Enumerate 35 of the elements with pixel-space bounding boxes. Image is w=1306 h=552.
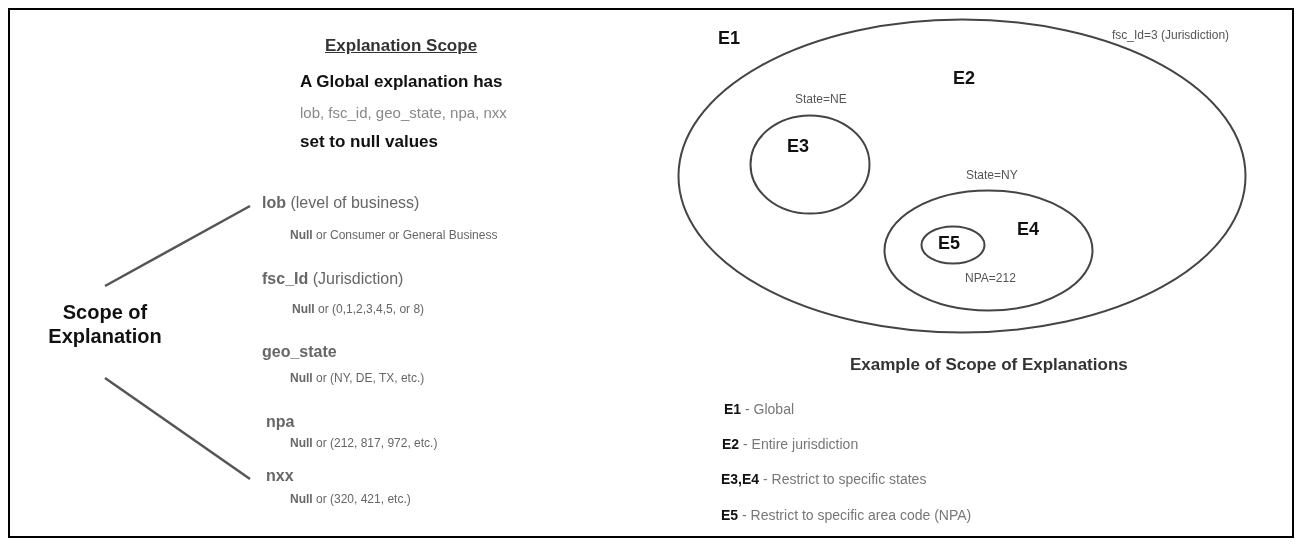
field-values: Null or (NY, DE, TX, etc.) <box>290 371 425 385</box>
region-label: E2 <box>953 68 976 89</box>
region-label: E4 <box>1017 219 1040 240</box>
figure-caption: Example of Scope of Explanations <box>850 355 1128 375</box>
region-label: E3 <box>787 136 810 157</box>
scope-ellipse <box>749 114 871 215</box>
field-name: lob (level of business) <box>262 194 420 212</box>
field-name: fsc_Id (Jurisdiction) <box>262 270 404 288</box>
condition-label: NPA=212 <box>965 271 1016 285</box>
legend-entry: E2 - Entire jurisdiction <box>722 436 859 452</box>
condition-label: State=NY <box>966 168 1018 182</box>
legend-entry: E1 - Global <box>724 401 795 417</box>
field-name: npa <box>266 413 295 431</box>
field-name: nxx <box>266 467 294 485</box>
scope-ellipse <box>677 18 1247 334</box>
scope-ellipse <box>883 189 1094 312</box>
field-values: Null or Consumer or General Business <box>290 228 498 242</box>
section-heading: Explanation Scope <box>325 36 478 56</box>
scope-ellipse <box>920 225 986 265</box>
legend-entry: E3,E4 - Restrict to specific states <box>721 471 927 487</box>
heading-text: set to null values <box>300 132 438 152</box>
condition-label: fsc_Id=3 (Jurisdiction) <box>1112 28 1230 42</box>
heading-text: A Global explanation has <box>300 72 503 92</box>
region-label: E1 <box>718 28 741 49</box>
field-values: Null or (320, 421, etc.) <box>290 492 411 506</box>
field-name: geo_state <box>262 343 337 361</box>
connector-line <box>104 204 251 288</box>
field-values: Null or (0,1,2,3,4,5, or 8) <box>292 302 425 316</box>
scope-label: Scope of Explanation <box>25 300 185 362</box>
condition-label: State=NE <box>795 92 847 106</box>
connector-line <box>104 376 251 481</box>
region-label: E5 <box>938 233 961 254</box>
field-list: lob, fsc_id, geo_state, npa, nxx <box>300 104 507 121</box>
field-values: Null or (212, 817, 972, etc.) <box>290 436 438 450</box>
legend-entry: E5 - Restrict to specific area code (NPA) <box>721 507 972 523</box>
